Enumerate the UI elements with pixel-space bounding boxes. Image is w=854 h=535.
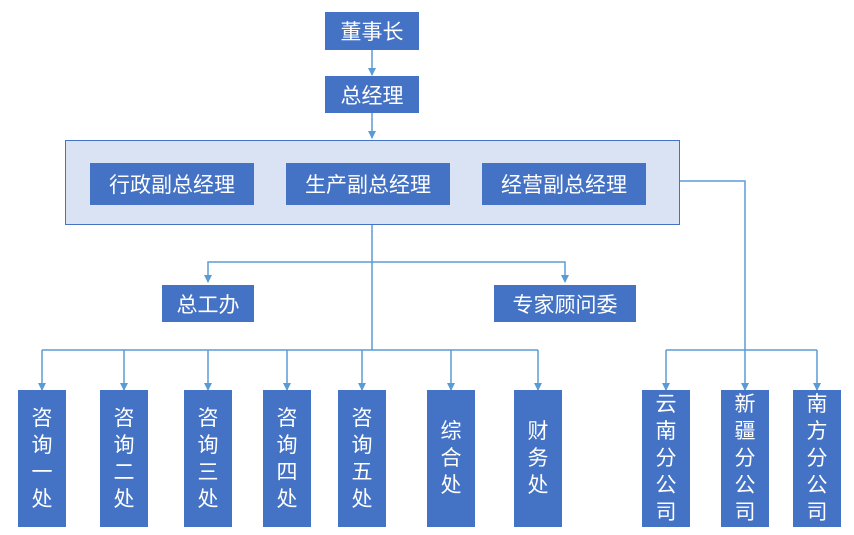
vertical-char: 南 <box>655 419 677 443</box>
department-box-4: 咨询四处 <box>263 390 311 527</box>
vertical-char: 处 <box>31 486 53 511</box>
vertical-char: 处 <box>440 473 462 497</box>
vertical-char: 询 <box>276 432 298 457</box>
vertical-char: 询 <box>31 432 53 457</box>
chief-engineer-office-box: 总工办 <box>162 285 254 322</box>
vertical-char: 询 <box>197 432 219 457</box>
branch-box-yunnan: 云南分公司 <box>642 390 690 527</box>
vertical-char: 处 <box>197 486 219 511</box>
chairman-box: 董事长 <box>325 12 419 50</box>
vertical-char: 公 <box>806 473 828 497</box>
vertical-char: 咨 <box>197 405 219 430</box>
vertical-char: 三 <box>197 459 219 484</box>
vertical-char: 一 <box>31 459 53 484</box>
vertical-char: 分 <box>806 446 828 470</box>
vertical-char: 司 <box>734 500 756 524</box>
vertical-char: 分 <box>734 446 756 470</box>
vertical-char: 南 <box>806 392 828 416</box>
vertical-char: 五 <box>351 459 373 484</box>
vertical-char: 询 <box>113 432 135 457</box>
vertical-char: 综 <box>440 419 462 443</box>
branch-box-xinjiang: 新疆分公司 <box>721 390 769 527</box>
vertical-char: 询 <box>351 432 373 457</box>
vertical-char: 咨 <box>276 405 298 430</box>
vertical-char: 务 <box>527 446 549 470</box>
connector-expert-committee <box>372 261 569 283</box>
connector-branch-trunk <box>680 180 746 350</box>
vice-gm-admin-box: 行政副总经理 <box>90 163 254 205</box>
department-box-6: 综合处 <box>427 390 475 527</box>
department-box-5: 咨询五处 <box>338 390 386 527</box>
vertical-char: 咨 <box>113 405 135 430</box>
vertical-char: 合 <box>440 446 462 470</box>
vertical-char: 处 <box>113 486 135 511</box>
vertical-char: 司 <box>655 500 677 524</box>
department-box-7: 财务处 <box>514 390 562 527</box>
vertical-char: 咨 <box>351 405 373 430</box>
department-box-3: 咨询三处 <box>184 390 232 527</box>
expert-committee-box: 专家顾问委 <box>494 285 636 322</box>
vertical-char: 处 <box>351 486 373 511</box>
connector-chief-engineer <box>204 261 372 283</box>
department-box-1: 咨询一处 <box>18 390 66 527</box>
branch-box-south: 南方分公司 <box>793 390 841 527</box>
general-manager-box: 总经理 <box>325 76 419 113</box>
vertical-char: 司 <box>806 500 828 524</box>
vertical-char: 二 <box>113 459 135 484</box>
vertical-char: 分 <box>655 446 677 470</box>
vertical-char: 咨 <box>31 405 53 430</box>
vertical-char: 新 <box>734 392 756 416</box>
vertical-char: 公 <box>734 473 756 497</box>
vertical-char: 财 <box>527 419 549 443</box>
vertical-char: 方 <box>806 419 828 443</box>
vertical-char: 处 <box>276 486 298 511</box>
department-box-2: 咨询二处 <box>100 390 148 527</box>
vertical-char: 四 <box>276 459 298 484</box>
vice-gm-production-box: 生产副总经理 <box>286 163 450 205</box>
vertical-char: 处 <box>527 473 549 497</box>
vice-gm-operations-box: 经营副总经理 <box>482 163 646 205</box>
vertical-char: 疆 <box>734 419 756 443</box>
vertical-char: 公 <box>655 473 677 497</box>
vertical-char: 云 <box>655 392 677 416</box>
